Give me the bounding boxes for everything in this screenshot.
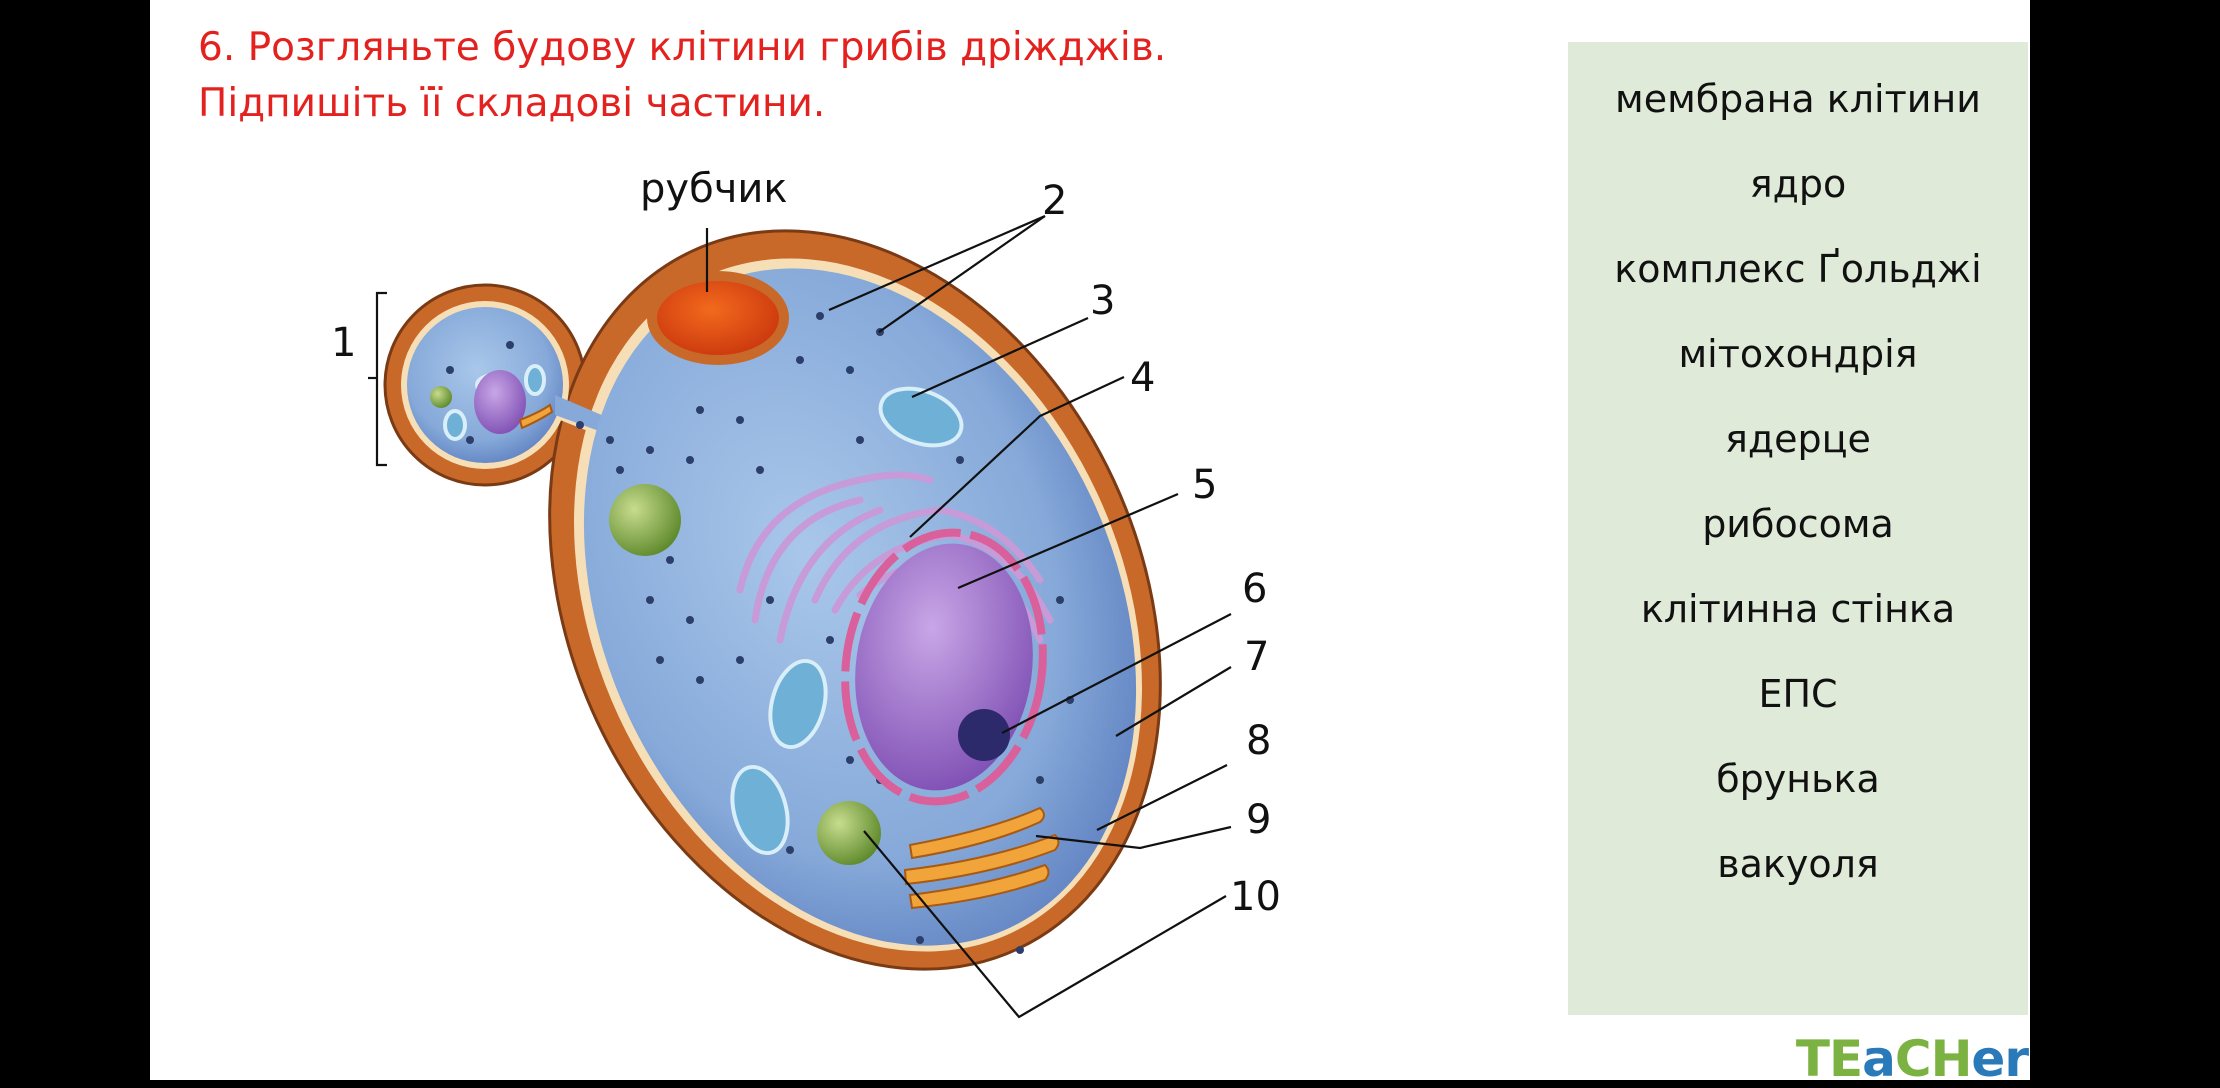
golgi-complex: [518, 403, 1060, 910]
word-bank-item: рибосома: [1702, 502, 1894, 546]
logo-part: TE: [1795, 1030, 1863, 1088]
title-line-2: Підпишіть її складові частини.: [198, 81, 826, 126]
task-title: 6. Розгляньте будову клітини грибів дріж…: [198, 20, 1166, 132]
slide: 6. Розгляньте будову клітини грибів дріж…: [150, 0, 2030, 1088]
word-bank-item: мітохондрія: [1678, 332, 1918, 376]
word-bank-panel: мембрана клітини ядро комплекс Ґольджі м…: [1568, 42, 2028, 1015]
logo-part: CH: [1894, 1030, 1973, 1088]
word-bank-item: брунька: [1716, 757, 1880, 801]
word-bank-item: мембрана клітини: [1615, 77, 1981, 121]
bud-nucleus: [474, 370, 526, 434]
word-bank-item: клітинна стінка: [1640, 587, 1956, 631]
word-bank-item: ЕПС: [1758, 672, 1838, 716]
label-4: 4: [1130, 355, 1156, 401]
label-9: 9: [1246, 797, 1272, 843]
word-bank-item: ядро: [1749, 162, 1847, 206]
bud-scar: [647, 271, 789, 365]
yeast-cell-diagram: [368, 214, 1232, 1019]
label-10: 10: [1230, 874, 1281, 920]
label-8: 8: [1246, 718, 1272, 764]
title-line-1: 6. Розгляньте будову клітини грибів дріж…: [198, 25, 1167, 70]
label-1: 1: [331, 320, 357, 366]
teacher-logo: TEaCHer: [1795, 1030, 2029, 1088]
nucleolus: [958, 709, 1010, 761]
label-2: 2: [1042, 178, 1068, 224]
leader-lines: [368, 214, 1232, 1019]
vacuoles: [430, 386, 881, 865]
label-7: 7: [1244, 634, 1270, 680]
logo-part: a: [1862, 1030, 1896, 1088]
label-scar: рубчик: [640, 166, 788, 212]
label-5: 5: [1192, 462, 1218, 508]
label-3: 3: [1090, 278, 1116, 324]
word-bank-item: вакуоля: [1717, 842, 1879, 886]
word-bank-item: ядерце: [1725, 417, 1871, 461]
ribosomes: [446, 312, 1074, 954]
logo-part: er: [1971, 1030, 2029, 1088]
label-6: 6: [1242, 566, 1268, 612]
word-bank-item: комплекс Ґольджі: [1614, 247, 1982, 291]
